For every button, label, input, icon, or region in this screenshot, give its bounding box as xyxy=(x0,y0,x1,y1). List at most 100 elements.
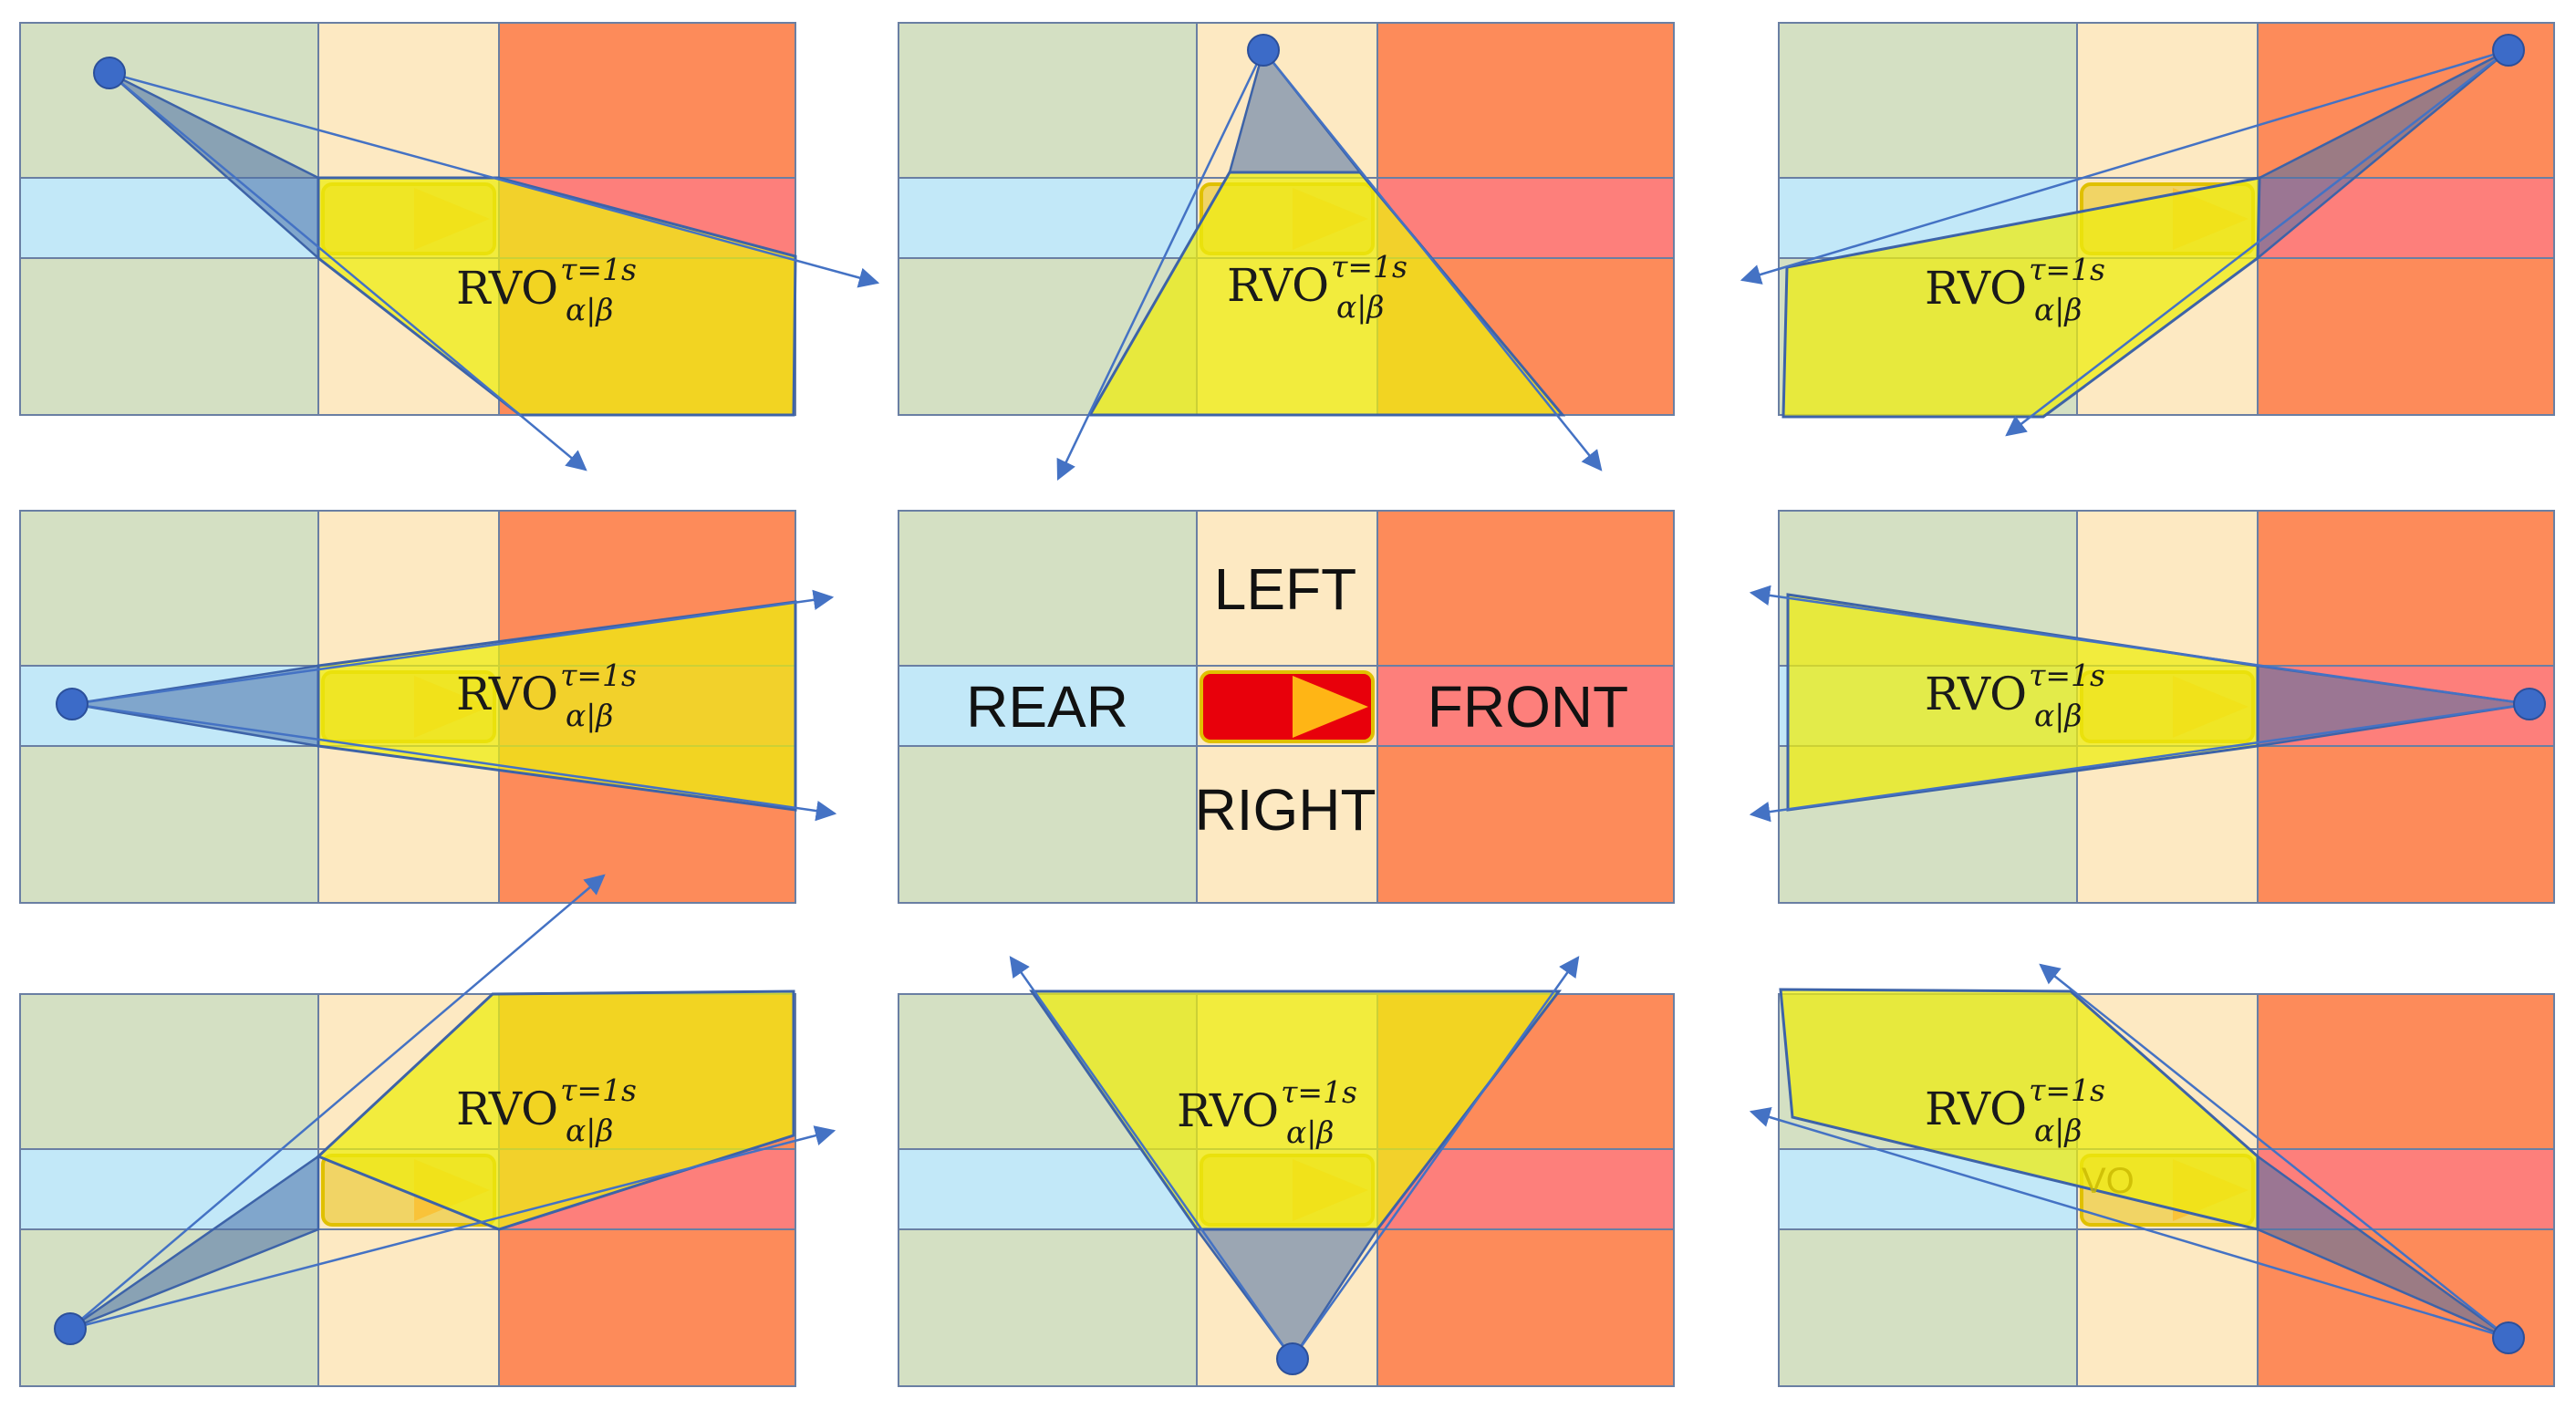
rvo-label-base: RVO xyxy=(1925,668,2027,720)
rvo-label-base: RVO xyxy=(1925,1083,2027,1135)
zone-front-left xyxy=(1377,23,1674,178)
rvo-label: RVOτ=1s xyxy=(1177,1074,1357,1137)
zone-rear xyxy=(898,1149,1197,1229)
zone-front-right xyxy=(2258,258,2554,415)
rvo-label-superscript: τ=1s xyxy=(1281,1074,1357,1110)
rvo-label-superscript: τ=1s xyxy=(560,1072,637,1108)
panel-bottom-center: RVOτ=1sα|β xyxy=(898,956,1675,1387)
rvo-region xyxy=(1781,176,2261,419)
cone-boundary-arrow xyxy=(109,72,587,471)
panel-middle-right: RVOτ=1sα|β xyxy=(1749,510,2555,904)
rvo-label: RVOτ=1s xyxy=(456,252,637,315)
rvo-label-subscript: α|β xyxy=(566,1113,613,1148)
zone-left xyxy=(318,511,499,666)
panel-border xyxy=(19,993,796,1387)
rvo-region xyxy=(316,989,795,1231)
panel-border xyxy=(1778,510,2555,904)
cone-boundary-arrow xyxy=(1262,49,1603,471)
rvo-label: RVOτ=1s xyxy=(1925,658,2105,720)
cone-boundary-arrow xyxy=(1291,956,1580,1360)
vo-cone xyxy=(69,1154,320,1331)
rvo-label-subscript: α|β xyxy=(2034,1113,2082,1148)
panel-border xyxy=(1778,993,2555,1387)
zone-rear-right xyxy=(20,1229,318,1386)
zone-front-left xyxy=(2258,511,2554,666)
rvo-label: RVOτ=1s xyxy=(1227,249,1407,312)
rvo-label-subscript: α|β xyxy=(1336,289,1384,325)
rvo-label: RVOτ=1s xyxy=(1925,1072,2105,1135)
panel-top-left: RVOτ=1sα|β xyxy=(19,22,880,471)
cone-boundary-arrow xyxy=(1749,585,2530,706)
rvo-label-superscript: τ=1s xyxy=(2029,252,2105,287)
rvo-region xyxy=(1029,989,1563,1231)
ego-body xyxy=(1200,670,1375,743)
rvo-label-subscript: α|β xyxy=(566,292,613,327)
zone-label-rear: REAR xyxy=(966,674,1128,740)
rvo-label-superscript: τ=1s xyxy=(1331,249,1407,285)
zone-right xyxy=(318,746,499,903)
agent-marker xyxy=(56,688,88,720)
zone-rear-right xyxy=(20,746,318,903)
cone-boundary-arrow xyxy=(109,71,880,288)
panel-top-right: RVOτ=1sα|β xyxy=(1740,22,2555,437)
agent-marker xyxy=(2513,688,2546,720)
panel-border xyxy=(898,510,1675,904)
rvo-region xyxy=(317,176,797,417)
cone-boundary-arrow xyxy=(69,874,606,1330)
panel-bottom-right: RVOτ=1sα|βVO xyxy=(1749,963,2555,1387)
cone-boundary-arrow xyxy=(1009,956,1294,1360)
zone-rear-left xyxy=(898,23,1197,178)
rvo-label-base: RVO xyxy=(1925,262,2027,315)
rvo-label-superscript: τ=1s xyxy=(2029,1072,2105,1108)
rvo-label-superscript: τ=1s xyxy=(560,658,637,693)
rvo-label: RVOτ=1s xyxy=(456,658,637,720)
zone-front-right xyxy=(1377,746,1674,903)
cone-boundary-arrow xyxy=(71,589,835,706)
rvo-label-base: RVO xyxy=(456,668,558,720)
zone-rear-right xyxy=(898,746,1197,903)
zone-right xyxy=(1197,746,1377,903)
zone-front-right xyxy=(2258,746,2554,903)
rvo-label-base: RVO xyxy=(456,1083,558,1135)
zone-front-right xyxy=(499,1229,795,1386)
cone-boundary-arrow xyxy=(1749,702,2530,823)
zone-rear-right xyxy=(20,258,318,415)
ego-vehicle xyxy=(1200,670,1375,743)
cone-boundary-arrow xyxy=(1749,1107,2509,1340)
zone-front xyxy=(1377,666,1674,746)
zone-right xyxy=(2077,746,2258,903)
rvo-label-subscript: α|β xyxy=(1286,1114,1334,1150)
lane-grid xyxy=(898,510,1675,904)
rvo-region xyxy=(1087,171,1566,417)
zone-front-left xyxy=(499,23,795,178)
rvo-label-subscript: α|β xyxy=(2034,698,2082,733)
cone-boundary-arrow xyxy=(1740,48,2509,285)
rvo-label-superscript: τ=1s xyxy=(2029,658,2105,693)
agent-marker xyxy=(93,57,126,89)
panel-border xyxy=(1778,22,2555,416)
zone-left xyxy=(2077,23,2258,178)
rvo-label-subscript: α|β xyxy=(566,698,613,733)
zone-label-front: FRONT xyxy=(1428,674,1628,740)
panel-border xyxy=(19,22,796,416)
zone-front-left xyxy=(2258,994,2554,1149)
rvo-label-base: RVO xyxy=(1177,1084,1279,1137)
panel-bottom-left: RVOτ=1s α|β xyxy=(19,874,836,1387)
panel-middle-left: RVOτ=1sα|β xyxy=(19,510,837,904)
ego-heading-arrow xyxy=(1293,676,1368,738)
zone-left xyxy=(2077,511,2258,666)
rvo-region xyxy=(1779,988,2259,1231)
rvo-region xyxy=(317,600,797,812)
rvo-label-base: RVO xyxy=(456,262,558,315)
cone-boundary-arrow xyxy=(69,1125,836,1331)
agent-marker xyxy=(1276,1342,1309,1375)
agent-marker xyxy=(2492,34,2525,67)
cone-boundary-arrow xyxy=(71,702,837,822)
rvo-label-superscript: τ=1s xyxy=(560,252,637,287)
vo-label: VO xyxy=(2082,1161,2135,1201)
cone-boundary-arrow xyxy=(2005,49,2509,437)
zone-rear-right xyxy=(898,1229,1197,1386)
zone-rear-right xyxy=(1779,1229,2077,1386)
